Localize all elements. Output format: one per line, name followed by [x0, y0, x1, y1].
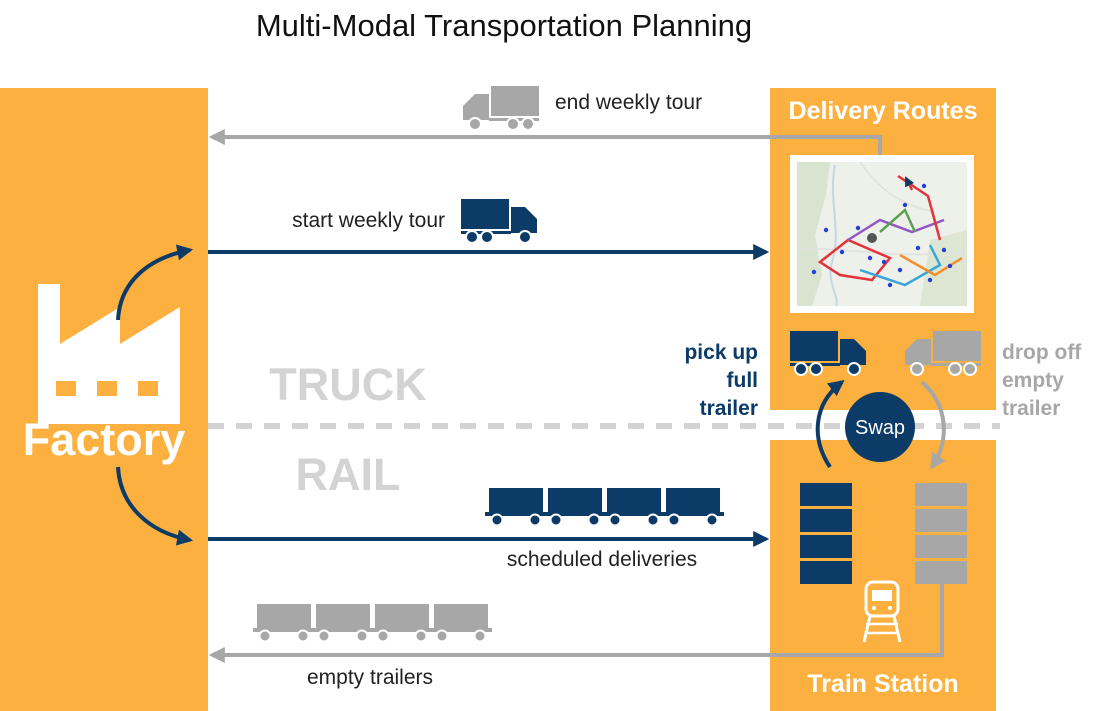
swap-badge [845, 392, 915, 462]
full-trailer [661, 487, 725, 527]
pickup-line-2: full [727, 369, 759, 392]
end-tour-arrow [208, 129, 882, 155]
full-trailers-train [484, 487, 725, 527]
train-station-title: Train Station [807, 670, 958, 698]
dropoff-line-3: trailer [1002, 397, 1060, 420]
dropoff-arrow [920, 380, 946, 470]
page-title: Multi-Modal Transportation Planning [256, 8, 752, 43]
scheduled-label: scheduled deliveries [507, 548, 697, 571]
start-tour-truck-icon [460, 198, 538, 244]
pickup-line-3: trailer [700, 397, 758, 420]
full-trailer [602, 487, 666, 527]
empty-trailer [252, 603, 316, 643]
train-icon [862, 580, 902, 643]
empty-trailer [429, 603, 493, 643]
full-trailer [484, 487, 548, 527]
route-map-icon [790, 155, 974, 313]
empty-trailers-label: empty trailers [307, 666, 433, 689]
empty-trailer [311, 603, 375, 643]
delivery-routes-title: Delivery Routes [789, 97, 978, 125]
pickup-arrow [815, 380, 845, 469]
swap-label: Swap [855, 417, 905, 439]
dropoff-line-2: empty [1002, 369, 1064, 392]
start-tour-label: start weekly tour [292, 209, 445, 232]
full-trailer [543, 487, 607, 527]
full-container-stack [800, 483, 852, 584]
end-tour-label: end weekly tour [555, 91, 702, 114]
empty-trailers-train [252, 603, 493, 643]
empty-container-stack [915, 483, 967, 584]
factory-label: Factory [23, 414, 186, 465]
pickup-label: pick up full trailer [684, 341, 758, 420]
factory-to-truck-arrow [116, 244, 194, 321]
end-tour-truck-icon [462, 85, 540, 131]
empty-trailer [370, 603, 434, 643]
factory-to-rail-arrow [116, 466, 194, 546]
dropoff-label: drop off empty trailer [1002, 341, 1082, 420]
empty-trailers-arrow [208, 584, 944, 663]
pickup-line-1: pick up [684, 341, 758, 364]
factory-icon [38, 284, 180, 424]
rail-mode-label: RAIL [296, 449, 401, 500]
truck-mode-label: TRUCK [269, 359, 427, 410]
dropoff-line-1: drop off [1002, 341, 1082, 364]
